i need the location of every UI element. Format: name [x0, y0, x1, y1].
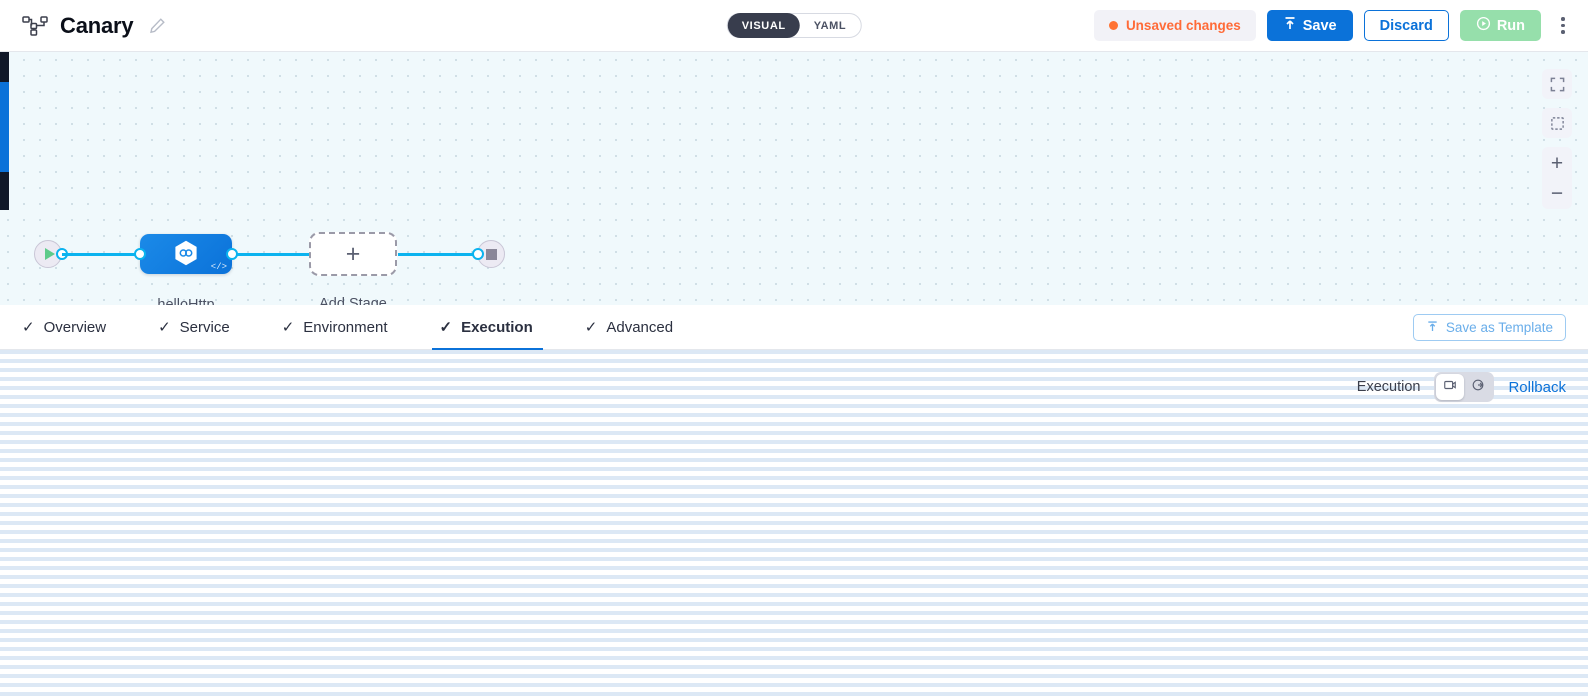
zoom-controls: + − — [1542, 147, 1572, 209]
play-circle-icon — [1476, 16, 1491, 35]
check-icon: ✓ — [158, 319, 171, 336]
selection-box-icon[interactable] — [1542, 108, 1572, 138]
stage-input-port[interactable] — [134, 248, 146, 260]
stage-output-port[interactable] — [226, 248, 238, 260]
canvas-left-edge-accent — [0, 82, 9, 174]
end-port[interactable] — [472, 248, 484, 260]
save-as-template-button[interactable]: Save as Template — [1412, 314, 1566, 341]
mode-toggle[interactable]: VISUAL YAML — [726, 13, 862, 38]
selection-box-button[interactable] — [1542, 108, 1572, 138]
top-toolbar: Canary VISUAL YAML Unsaved changes Save — [0, 0, 1588, 52]
tab-environment[interactable]: ✓ Environment — [282, 305, 408, 350]
tab-overview[interactable]: ✓ Overview — [22, 305, 126, 350]
unsaved-label: Unsaved changes — [1125, 18, 1241, 33]
execution-view-icon — [1443, 378, 1457, 397]
status-badge-unsaved: Unsaved changes — [1093, 10, 1256, 41]
check-icon: ✓ — [281, 319, 295, 336]
tab-service-label: Service — [179, 318, 230, 336]
tab-overview-label: Overview — [43, 318, 107, 336]
zoom-out-icon: − — [1550, 181, 1564, 205]
stage-node-hellohttp[interactable]: </> — [140, 234, 232, 274]
save-button-label: Save — [1302, 17, 1337, 34]
discard-button-label: Discard — [1379, 17, 1433, 34]
stage-code-glyph: </> — [210, 262, 227, 272]
kebab-menu-icon[interactable] — [1552, 12, 1574, 40]
add-stage-label: Add Stage — [319, 296, 387, 305]
tab-advanced-label: Advanced — [606, 318, 674, 336]
canvas-left-edge-top — [0, 52, 9, 84]
rollback-view-icon — [1471, 378, 1485, 397]
toolbar-actions: Unsaved changes Save Discard Run — [1093, 10, 1574, 41]
rollback-view-button[interactable] — [1464, 374, 1492, 400]
run-button-label: Run — [1496, 17, 1525, 34]
connector-stage-to-add — [232, 253, 310, 256]
pipeline-stage-canvas[interactable]: </> helloHttp + Add Stage — [0, 52, 1588, 305]
add-stage-button[interactable]: + — [309, 232, 397, 276]
run-button[interactable]: Run — [1459, 10, 1541, 41]
play-icon — [44, 248, 55, 260]
tab-advanced[interactable]: ✓ Advanced — [585, 305, 693, 350]
execution-view-button[interactable] — [1436, 374, 1465, 400]
tab-yaml[interactable]: YAML — [813, 19, 847, 32]
plus-icon: + — [345, 239, 361, 268]
connector-start-to-stage — [62, 253, 147, 256]
mode-toggle-group: VISUAL YAML — [726, 13, 862, 38]
stop-icon — [485, 248, 497, 260]
status-dot-icon — [1108, 21, 1118, 30]
stage-row: </> helloHttp + Add Stage — [0, 52, 1588, 305]
execution-rollback-toggle[interactable] — [1434, 372, 1495, 402]
zoom-in-button[interactable]: + — [1542, 148, 1572, 178]
connector-add-to-end — [398, 253, 478, 256]
page-title: Canary — [60, 12, 134, 38]
pipeline-identity: Canary — [22, 13, 166, 39]
execution-view-switcher: Execution Rollback — [1357, 372, 1566, 402]
hexagon-link-icon — [172, 239, 200, 269]
check-icon: ✓ — [22, 319, 35, 336]
tab-execution-label: Execution — [461, 318, 533, 336]
execution-label: Execution — [1356, 379, 1421, 395]
canvas-controls: + − — [1542, 69, 1572, 209]
canvas-left-edge-bottom — [0, 172, 9, 210]
check-icon: ✓ — [584, 319, 598, 336]
discard-button[interactable]: Discard — [1363, 10, 1449, 41]
pencil-icon[interactable] — [149, 17, 166, 34]
stage-tabs: ✓ Overview ✓ Service ✓ Environment ✓ Exe… — [0, 305, 1588, 351]
tab-visual[interactable]: VISUAL — [727, 13, 800, 38]
tab-environment-label: Environment — [303, 318, 388, 336]
save-as-template-label: Save as Template — [1445, 320, 1553, 335]
pipeline-icon — [22, 15, 48, 37]
execution-canvas[interactable]: Execution Rollback — [0, 350, 1588, 698]
stage-node-label: helloHttp — [157, 297, 215, 305]
tab-execution[interactable]: ✓ Execution — [431, 305, 553, 351]
fit-screen-button[interactable] — [1542, 69, 1572, 99]
tab-service[interactable]: ✓ Service — [158, 305, 250, 350]
zoom-in-icon: + — [1550, 151, 1564, 175]
rollback-link[interactable]: Rollback — [1508, 378, 1566, 396]
zoom-out-button[interactable]: − — [1542, 178, 1572, 208]
check-icon: ✓ — [439, 319, 453, 336]
save-template-icon — [1426, 320, 1439, 336]
fit-screen-icon[interactable] — [1542, 69, 1572, 99]
save-button[interactable]: Save — [1266, 10, 1353, 41]
upload-arrow-icon — [1283, 16, 1297, 35]
